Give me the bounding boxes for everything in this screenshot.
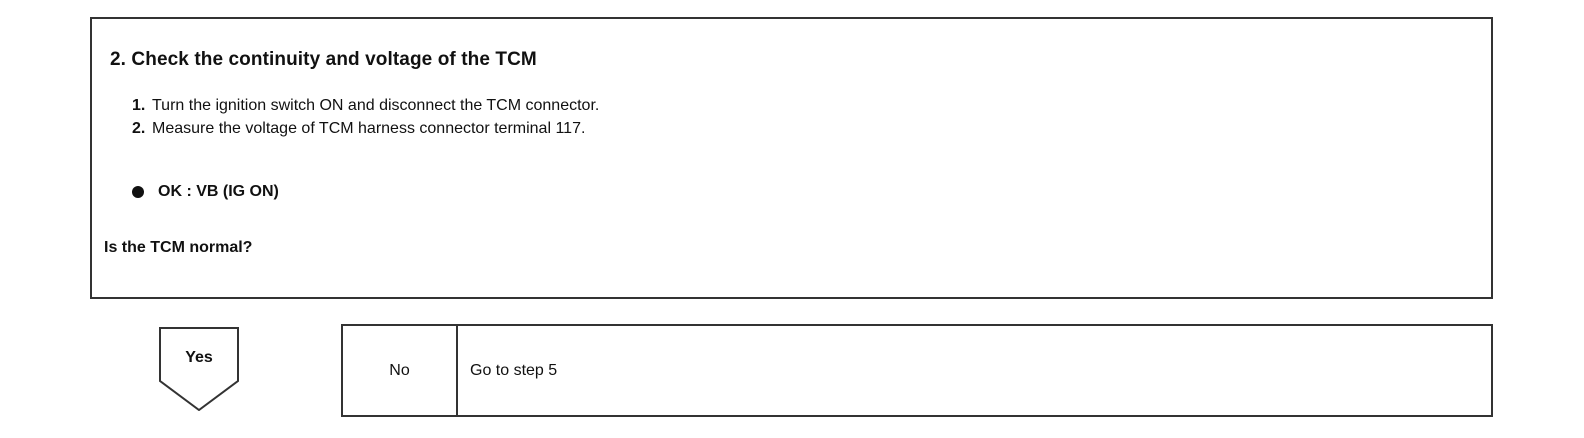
- instruction-number: 1.: [132, 97, 146, 114]
- instruction-text: Turn the ignition switch ON and disconne…: [152, 97, 600, 114]
- instruction-item: 1. Turn the ignition switch ON and discon…: [132, 94, 599, 117]
- step-box: 2. Check the continuity and voltage of t…: [90, 17, 1493, 299]
- bullet-icon: [132, 186, 144, 198]
- instruction-text: Measure the voltage of TCM harness conne…: [152, 120, 586, 137]
- no-outcome-row: No Go to step 5: [341, 324, 1493, 417]
- instruction-number: 2.: [132, 120, 146, 137]
- instruction-list: 1. Turn the ignition switch ON and discon…: [132, 94, 599, 140]
- yes-label: Yes: [185, 349, 213, 366]
- no-action-text: Go to step 5: [470, 361, 558, 379]
- step-title: 2. Check the continuity and voltage of t…: [110, 49, 537, 70]
- instruction-item: 2. Measure the voltage of TCM harness con…: [132, 117, 599, 140]
- spec-text: OK : VB (IG ON): [158, 183, 279, 200]
- step-question: Is the TCM normal?: [104, 239, 253, 256]
- no-label: No: [343, 326, 458, 415]
- yes-arrow-icon: [159, 327, 239, 411]
- spec-line: OK : VB (IG ON): [132, 183, 279, 201]
